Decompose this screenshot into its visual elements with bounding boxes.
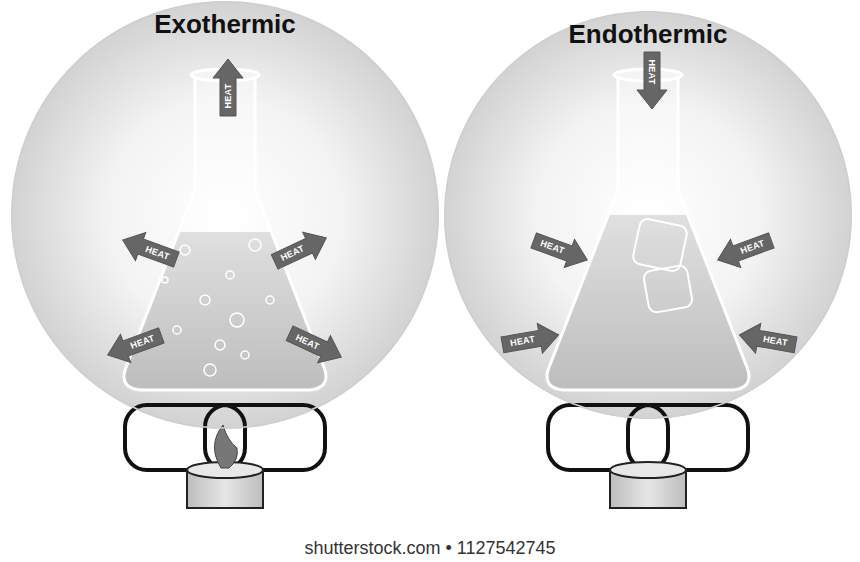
reaction-sphere: Exothermic <box>11 1 439 429</box>
sphere-outline <box>11 1 439 429</box>
reaction-title: Endothermic <box>569 19 728 50</box>
watermark: shutterstock.com • 1127542745 <box>304 538 555 559</box>
sphere-circle <box>12 2 438 428</box>
heat-label: HEAT <box>223 83 233 108</box>
heat-label: HEAT <box>647 59 657 84</box>
sphere-circle <box>445 12 851 418</box>
reaction-title: Exothermic <box>154 9 296 40</box>
